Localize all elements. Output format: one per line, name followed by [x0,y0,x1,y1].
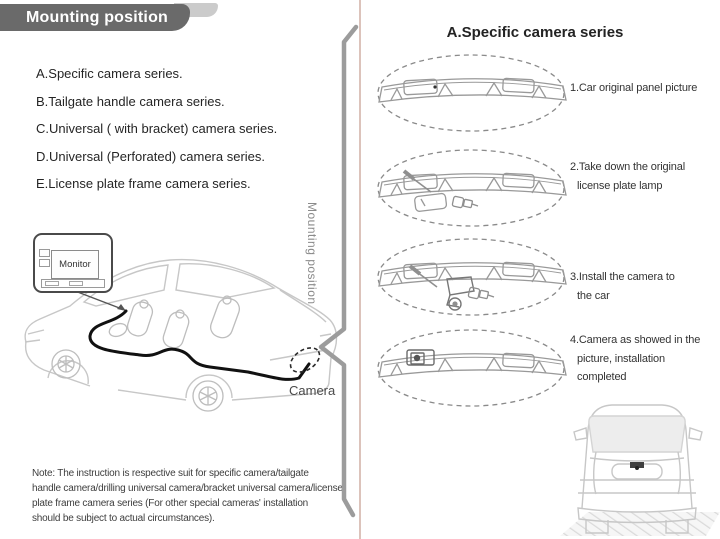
page-title: Mounting position [26,8,169,26]
note-text: Note: The instruction is respective suit… [32,468,343,524]
step-2-illustration [377,149,567,227]
monitor-slot [69,281,83,286]
step-3-illustration [377,238,567,316]
section-title: A.Specific camera series [446,24,624,41]
divider-line [359,0,361,539]
callout-bracket [318,24,359,518]
list-item-b: B.Tailgate handle camera series. [36,93,225,109]
monitor-vent [39,259,50,267]
monitor-screen: Monitor [51,250,99,279]
step-4-label: 4.Camera as showed in the picture, insta… [570,334,701,383]
list-item-c: C.Universal ( with bracket) camera serie… [36,121,278,136]
step-1-illustration [377,54,567,132]
monitor-inset: Monitor [33,233,113,293]
installed-camera-dot [630,462,644,468]
step-3-label: 3.Install the camera to the car [570,271,675,302]
monitor-base-bar [41,279,105,288]
step-2-label: 2.Take down the original license plate l… [570,161,686,192]
list-item-e: E.License plate frame camera series. [36,176,251,191]
monitor-label: Monitor [59,259,91,270]
step-4-illustration [377,329,567,407]
list-item-a: A.Specific camera series. [36,66,183,81]
mounting-position-banner: Mounting position [0,4,190,31]
step-1-label: 1.Car original panel picture [570,82,698,94]
list-item-d: D.Universal (Perforated) camera series. [36,148,266,164]
camera-cable [88,309,311,381]
mounting-position-vertical-label: Mounting position [305,202,319,305]
monitor-vent [39,249,50,257]
monitor-pointer-line [74,290,123,310]
rear-view-illustration [560,404,720,536]
camera-series-list: A.Specific camera series. B.Tailgate han… [36,66,277,204]
ground-hatch [560,512,720,536]
camera-label: Camera [289,383,336,398]
monitor-slot [45,281,59,286]
car-cutaway-illustration [24,258,338,412]
